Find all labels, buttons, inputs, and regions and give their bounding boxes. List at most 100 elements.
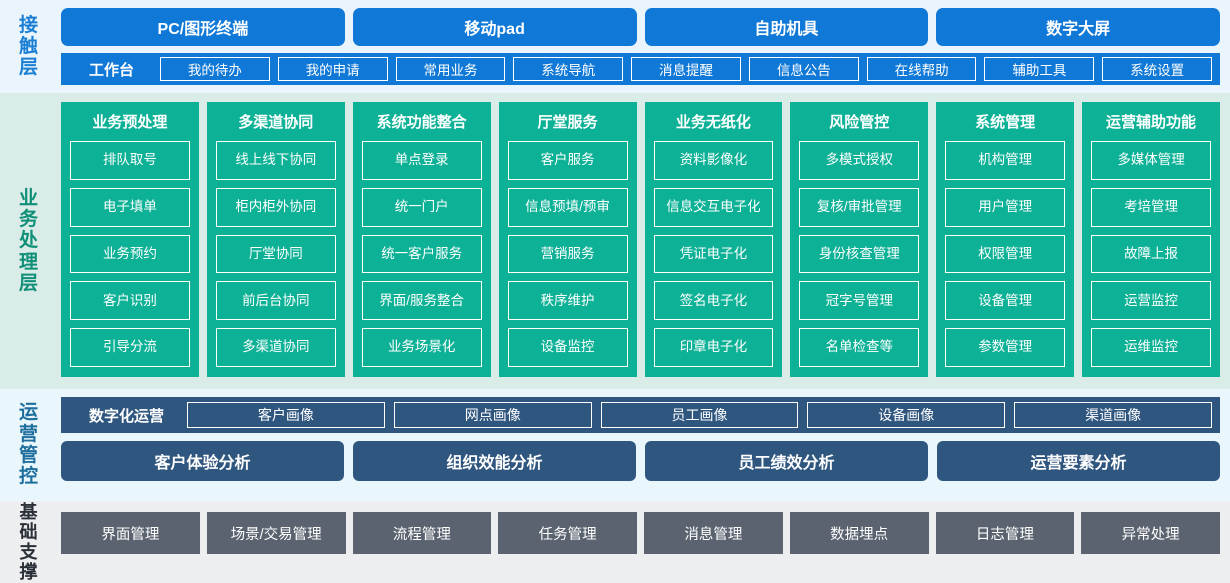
business-item[interactable]: 前后台协同 [215, 281, 336, 321]
business-item[interactable]: 秩序维护 [507, 281, 628, 321]
business-item[interactable]: 客户识别 [70, 281, 190, 321]
portrait-item-employee[interactable]: 员工画像 [600, 402, 799, 428]
business-item[interactable]: 设备管理 [945, 281, 1066, 321]
foundation-item-data-tracking[interactable]: 数据埋点 [789, 512, 929, 554]
foundation-layer: 基础支撑 界面管理 场景/交易管理 流程管理 任务管理 消息管理 数据埋点 日志… [0, 501, 1230, 583]
business-item[interactable]: 机构管理 [945, 141, 1066, 180]
business-item[interactable]: 线上线下协同 [215, 141, 336, 180]
business-item[interactable]: 名单检查等 [799, 328, 920, 367]
business-item[interactable]: 复核/审批管理 [799, 187, 920, 227]
business-item[interactable]: 故障上报 [1091, 234, 1211, 274]
foundation-item-exception-handling[interactable]: 异常处理 [1081, 512, 1220, 554]
business-item[interactable]: 业务预约 [70, 234, 190, 274]
operations-layer-label: 运营管控 [0, 389, 58, 501]
business-column-title: 系统管理 [975, 114, 1036, 131]
channel-item-digital-screen[interactable]: 数字大屏 [936, 8, 1220, 46]
business-column-lobby-service: 厅堂服务 客户服务 信息预填/预审 营销服务 秩序维护 设备监控 [498, 102, 637, 377]
business-layer-label: 业务处理层 [0, 93, 58, 389]
business-item-list: 客户服务 信息预填/预审 营销服务 秩序维护 设备监控 [507, 141, 628, 367]
business-item[interactable]: 营销服务 [507, 234, 628, 274]
portrait-item-customer[interactable]: 客户画像 [187, 402, 385, 428]
business-item-list: 多媒体管理 考培管理 故障上报 运营监控 运维监控 [1091, 141, 1211, 367]
business-item[interactable]: 印章电子化 [653, 328, 774, 367]
analysis-item-organization-efficiency[interactable]: 组织效能分析 [353, 441, 636, 481]
business-item[interactable]: 柜内柜外协同 [215, 187, 336, 227]
portrait-item-device[interactable]: 设备画像 [807, 402, 1006, 428]
foundation-item-process-management[interactable]: 流程管理 [352, 512, 492, 554]
business-item[interactable]: 界面/服务整合 [361, 281, 482, 321]
business-item[interactable]: 用户管理 [945, 187, 1066, 227]
operations-layer-label-text: 运营管控 [18, 402, 39, 488]
foundation-item-message-management[interactable]: 消息管理 [644, 512, 783, 554]
business-item[interactable]: 信息预填/预审 [507, 187, 628, 227]
business-item[interactable]: 设备监控 [507, 328, 628, 367]
operations-layer-body: 数字化运营 客户画像 网点画像 员工画像 设备画像 渠道画像 客户体验分析 组织… [58, 389, 1230, 501]
analysis-item-operation-factor[interactable]: 运营要素分析 [937, 441, 1220, 481]
business-column-title: 业务无纸化 [675, 114, 751, 131]
digital-operations-title: 数字化运营 [89, 407, 165, 425]
portrait-item-channel[interactable]: 渠道画像 [1014, 402, 1212, 428]
portrait-item-branch[interactable]: 网点画像 [393, 402, 592, 428]
business-item[interactable]: 电子填单 [70, 187, 190, 227]
business-item[interactable]: 统一门户 [361, 187, 482, 227]
business-column-operation-support: 运营辅助功能 多媒体管理 考培管理 故障上报 运营监控 运维监控 [1082, 102, 1220, 377]
channel-item-mobile-pad[interactable]: 移动pad [352, 8, 637, 46]
workbench-item-message-alert[interactable]: 消息提醒 [631, 57, 741, 81]
foundation-item-scenario-transaction[interactable]: 场景/交易管理 [206, 512, 346, 554]
business-column-title: 厅堂服务 [537, 114, 598, 131]
business-item[interactable]: 多模式授权 [799, 141, 920, 180]
business-column-system-management: 系统管理 机构管理 用户管理 权限管理 设备管理 参数管理 [936, 102, 1075, 377]
business-item[interactable]: 运维监控 [1091, 328, 1211, 367]
business-column-title: 运营辅助功能 [1106, 114, 1197, 131]
business-layer: 业务处理层 业务预处理 排队取号 电子填单 业务预约 客户识别 引导分流 多渠道… [0, 93, 1230, 389]
business-layer-body: 业务预处理 排队取号 电子填单 业务预约 客户识别 引导分流 多渠道协同 线上线… [58, 93, 1230, 389]
foundation-item-log-management[interactable]: 日志管理 [935, 512, 1075, 554]
business-item[interactable]: 客户服务 [507, 141, 628, 180]
workbench-item-online-help[interactable]: 在线帮助 [866, 57, 977, 81]
business-column-title: 业务预处理 [92, 114, 168, 131]
analysis-item-employee-performance[interactable]: 员工绩效分析 [645, 441, 928, 481]
analysis-list: 客户体验分析 组织效能分析 员工绩效分析 运营要素分析 [61, 441, 1220, 481]
business-item-list: 单点登录 统一门户 统一客户服务 界面/服务整合 业务场景化 [361, 141, 482, 367]
business-column-system-integration: 系统功能整合 单点登录 统一门户 统一客户服务 界面/服务整合 业务场景化 [352, 102, 491, 377]
foundation-layer-label: 基础支撑 [0, 501, 58, 583]
foundation-item-list: 界面管理 场景/交易管理 流程管理 任务管理 消息管理 数据埋点 日志管理 异常… [61, 512, 1220, 554]
business-column-title: 风险管控 [829, 114, 890, 131]
business-item[interactable]: 引导分流 [70, 328, 190, 367]
business-item[interactable]: 单点登录 [361, 141, 482, 180]
business-item[interactable]: 冠字号管理 [799, 281, 920, 321]
business-column-title: 系统功能整合 [376, 114, 467, 131]
workbench-item-system-settings[interactable]: 系统设置 [1102, 57, 1213, 81]
analysis-item-customer-experience[interactable]: 客户体验分析 [61, 441, 344, 481]
business-item[interactable]: 运营监控 [1091, 281, 1211, 321]
business-item[interactable]: 参数管理 [945, 328, 1066, 367]
business-item[interactable]: 多渠道协同 [215, 328, 336, 367]
workbench-item-system-nav[interactable]: 系统导航 [513, 57, 624, 81]
business-item[interactable]: 多媒体管理 [1091, 141, 1211, 180]
business-item-list: 线上线下协同 柜内柜外协同 厅堂协同 前后台协同 多渠道协同 [215, 141, 336, 367]
channel-item-pc[interactable]: PC/图形终端 [61, 8, 345, 46]
business-column-list: 业务预处理 排队取号 电子填单 业务预约 客户识别 引导分流 多渠道协同 线上线… [61, 102, 1220, 377]
business-item[interactable]: 排队取号 [70, 141, 190, 180]
workbench-item-announcement[interactable]: 信息公告 [748, 57, 859, 81]
business-item[interactable]: 考培管理 [1091, 187, 1211, 227]
workbench-item-common-business[interactable]: 常用业务 [395, 57, 506, 81]
foundation-layer-body: 界面管理 场景/交易管理 流程管理 任务管理 消息管理 数据埋点 日志管理 异常… [58, 501, 1230, 583]
business-item[interactable]: 资料影像化 [653, 141, 774, 180]
business-item[interactable]: 身份核查管理 [799, 234, 920, 274]
business-item[interactable]: 信息交互电子化 [653, 187, 774, 227]
workbench-item-my-todo[interactable]: 我的待办 [160, 57, 270, 81]
business-item[interactable]: 签名电子化 [653, 281, 774, 321]
business-item[interactable]: 统一客户服务 [361, 234, 482, 274]
business-item[interactable]: 权限管理 [945, 234, 1066, 274]
foundation-item-task-management[interactable]: 任务管理 [498, 512, 637, 554]
business-item[interactable]: 业务场景化 [361, 328, 482, 367]
business-item-list: 排队取号 电子填单 业务预约 客户识别 引导分流 [70, 141, 190, 367]
channel-item-self-service[interactable]: 自助机具 [644, 8, 929, 46]
foundation-item-ui-management[interactable]: 界面管理 [61, 512, 200, 554]
contact-layer-body: PC/图形终端 移动pad 自助机具 数字大屏 工作台 我的待办 我的申请 常用… [58, 0, 1230, 93]
business-item[interactable]: 凭证电子化 [653, 234, 774, 274]
workbench-item-my-application[interactable]: 我的申请 [277, 57, 388, 81]
business-item[interactable]: 厅堂协同 [215, 234, 336, 274]
workbench-item-aux-tools[interactable]: 辅助工具 [984, 57, 1095, 81]
